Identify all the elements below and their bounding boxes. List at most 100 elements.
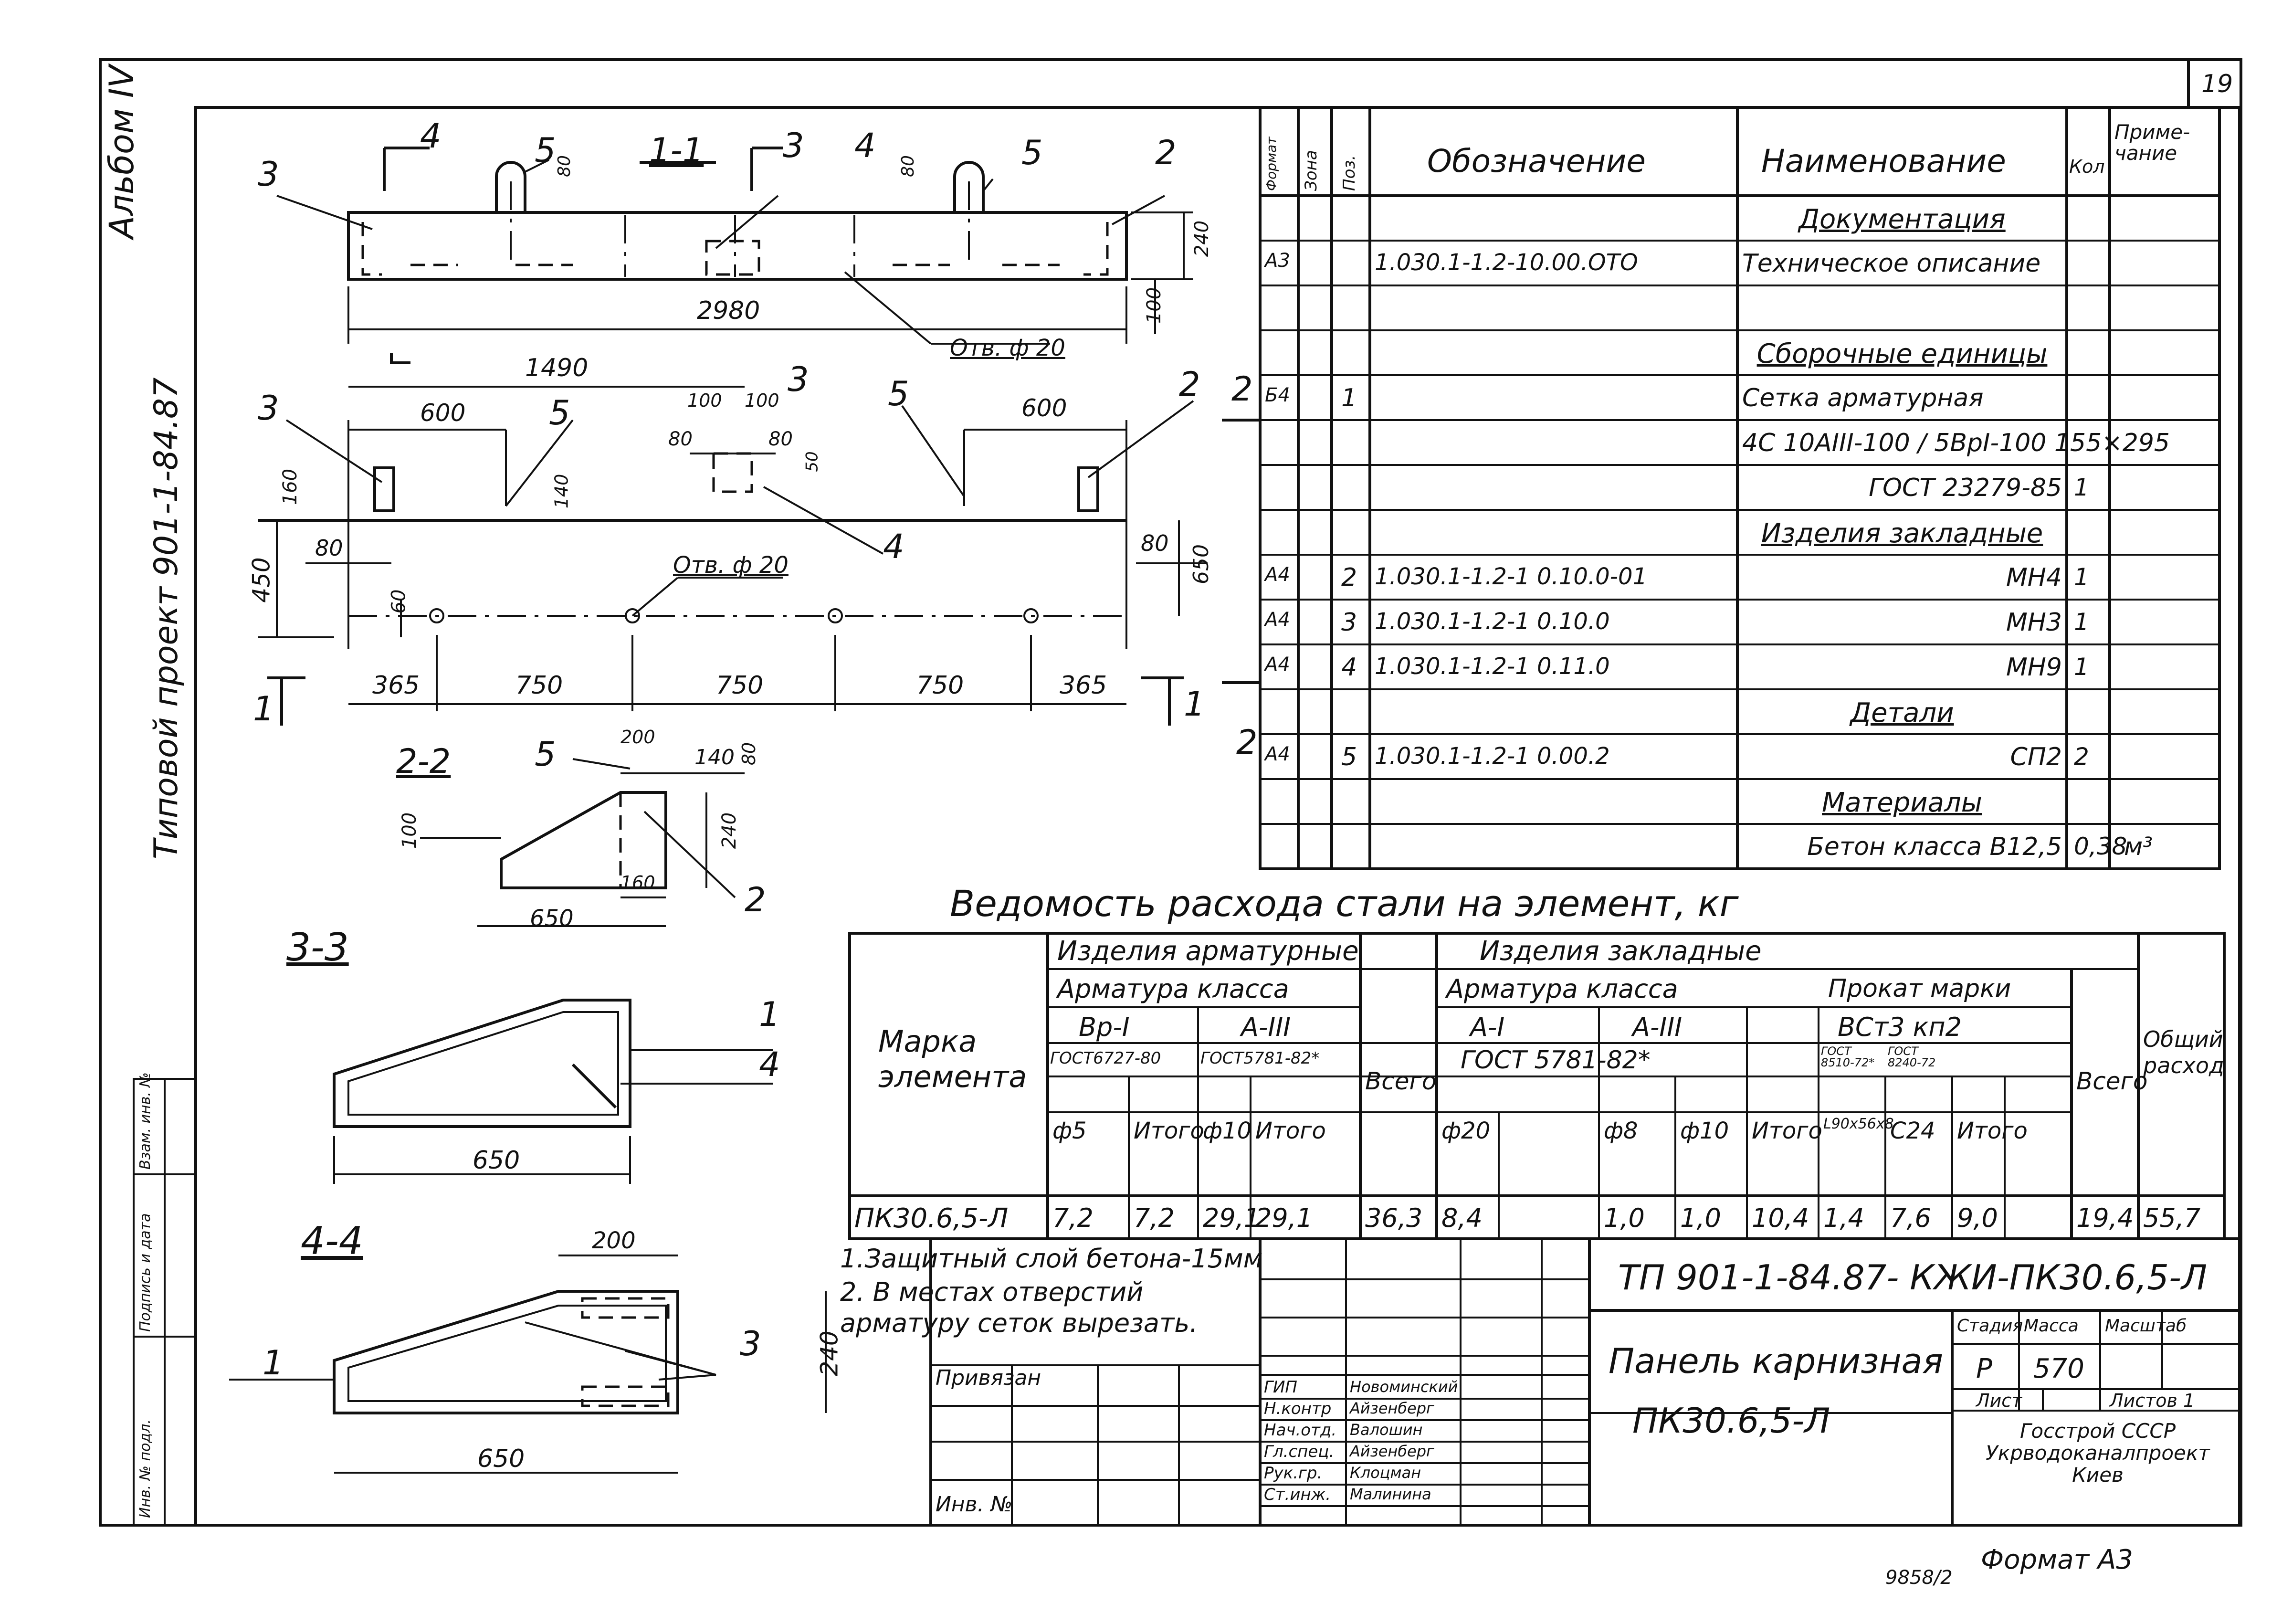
callout-2-s22: 2 xyxy=(745,880,766,919)
tb-role: Ст.инж. xyxy=(1264,1485,1331,1504)
callout-2-right: 2 xyxy=(1155,133,1177,172)
steel-h-arm-class: Арматура класса xyxy=(1057,974,1289,1004)
steel-h-gost6727: ГОСТ6727-80 xyxy=(1050,1049,1161,1068)
stamp-inv-podl: Инв. № подл. xyxy=(137,1419,154,1518)
steel-h-gost8240: ГОСТ 8240-72 xyxy=(1888,1044,1936,1069)
s22-100: 100 xyxy=(399,812,421,849)
spec-section-heading: Детали xyxy=(1850,697,1954,728)
tb-stage: Р xyxy=(1976,1353,1992,1384)
spec-row-format: Б4 xyxy=(1265,384,1290,406)
steel-col-header: Итого xyxy=(1752,1118,1822,1144)
callout-5-s22: 5 xyxy=(535,735,556,774)
steel-value: 1,4 xyxy=(1823,1203,1864,1233)
dim-1490: 1490 xyxy=(525,354,589,382)
steel-h-prokat: Прокат марки xyxy=(1828,974,2011,1003)
steel-h-ai: А-I xyxy=(1470,1012,1505,1042)
tb-person: Малинина xyxy=(1350,1485,1431,1503)
dim-100-a: 100 xyxy=(687,390,722,411)
spec-row-name: СП2 xyxy=(2010,743,2062,771)
steel-value: 9,0 xyxy=(1957,1203,1998,1233)
callout-3-mid: 3 xyxy=(783,126,804,165)
spec-h-format: Формат xyxy=(1263,137,1279,191)
tb-name-2: ПК30.6,5-Л xyxy=(1632,1401,1830,1441)
steel-value: 7,6 xyxy=(1890,1203,1931,1233)
spec-row-name: Техническое описание xyxy=(1742,249,2041,278)
spec-row-pos: 2 xyxy=(1341,563,1357,592)
steel-h-vsego1: Всего xyxy=(1365,1067,1437,1095)
spec-row-note: м³ xyxy=(2124,833,2153,861)
tb-person: Валошин xyxy=(1350,1421,1423,1439)
steel-h-gost8510: ГОСТ 8510-72* xyxy=(1821,1044,1875,1069)
steel-col-header: Итого xyxy=(1134,1118,1204,1144)
spec-h-pos: Поз. xyxy=(1340,155,1359,191)
tb-person: Айзенберг xyxy=(1350,1399,1434,1417)
steel-h-mark: Марка элемента xyxy=(878,1024,1027,1095)
spec-row-designation: 1.030.1-1.2-1 0.11.0 xyxy=(1375,653,1610,680)
dim-600-right: 600 xyxy=(1021,394,1067,422)
spec-section-heading: Документация xyxy=(1798,204,2006,235)
tb-mass-label: Масса xyxy=(2024,1316,2079,1336)
steel-h-bpi: Вр-I xyxy=(1079,1012,1130,1042)
tb-bound: Привязан xyxy=(936,1366,1041,1390)
spec-row-format: А4 xyxy=(1265,654,1290,675)
steel-value: 7,2 xyxy=(1134,1203,1175,1233)
spec-section-heading: Изделия закладные xyxy=(1761,518,2043,549)
tb-mass: 570 xyxy=(2033,1353,2084,1384)
section-4-4 xyxy=(229,1255,827,1474)
tb-role: Нач.отд. xyxy=(1264,1421,1337,1440)
dim-80-top-1: 80 xyxy=(554,155,574,177)
copy-number: 9858/2 xyxy=(1885,1567,1953,1589)
spec-h-designation: Обозначение xyxy=(1427,143,1646,179)
callout-2-section-mark-top: 2 xyxy=(1231,369,1253,409)
callout-4-top: 4 xyxy=(420,116,442,156)
steel-h-emb: Изделия закладные xyxy=(1480,936,1762,967)
steel-value: 8,4 xyxy=(1441,1203,1483,1233)
section-label-4-4: 4-4 xyxy=(301,1219,363,1263)
spec-row-pos: 5 xyxy=(1341,743,1357,771)
steel-value: 1,0 xyxy=(1680,1203,1721,1233)
tb-person: Новоминский xyxy=(1350,1378,1458,1396)
steel-h-vsego2: Всего xyxy=(2076,1067,2148,1095)
spec-row-format: А3 xyxy=(1265,250,1290,272)
spec-row-pos: 1 xyxy=(1341,384,1357,412)
callout-4-plan: 4 xyxy=(883,527,904,566)
tb-sheet-label: Лист xyxy=(1976,1390,2022,1411)
spec-row-name: МН3 xyxy=(2006,608,2062,637)
spec-row-name: ГОСТ 23279-85 xyxy=(1869,474,2062,502)
callout-3-s44: 3 xyxy=(740,1324,761,1363)
steel-col-header: ф5 xyxy=(1052,1118,1087,1144)
tb-role: Н.контр xyxy=(1264,1399,1332,1418)
spec-row-qty: 0,38 xyxy=(2074,833,2127,860)
steel-col-header: ф20 xyxy=(1441,1118,1491,1144)
spec-row-designation: 1.030.1-1.2-1 0.10.0-01 xyxy=(1375,563,1648,590)
tb-stage-label: Стадия xyxy=(1957,1316,2023,1336)
callout-3-top: 3 xyxy=(258,155,279,194)
dim-80-b: 80 xyxy=(768,428,793,450)
callout-5-right: 5 xyxy=(1021,133,1043,172)
spec-row-name: Бетон класса В12,5 xyxy=(1807,833,2062,861)
dim-650-vertical: 650 xyxy=(1188,544,1213,584)
dim-60: 60 xyxy=(388,589,410,614)
steel-row-mark: ПК30.6,5-Л xyxy=(854,1203,1009,1234)
s44-650: 650 xyxy=(477,1445,525,1473)
steel-col-header: ф10 xyxy=(1680,1118,1729,1144)
tb-person: Айзенберг xyxy=(1350,1442,1434,1460)
callout-1-right: 1 xyxy=(1184,685,1205,724)
steel-value: 36,3 xyxy=(1365,1203,1423,1233)
callout-2-plan-right: 2 xyxy=(1179,365,1200,404)
s22-200: 200 xyxy=(620,727,655,748)
callout-2-section-mark-bottom: 2 xyxy=(1236,723,1258,762)
stamp-signature-date: Подпись и дата xyxy=(137,1213,154,1332)
s22-650: 650 xyxy=(530,905,574,932)
section-label-3-3: 3-3 xyxy=(286,925,349,970)
callout-3-plan-mid: 3 xyxy=(788,360,809,399)
callout-1-s44: 1 xyxy=(263,1343,284,1382)
dim-240-top: 240 xyxy=(1191,220,1213,257)
dim-750-a: 750 xyxy=(515,671,563,700)
dim-100-b: 100 xyxy=(745,390,779,411)
spec-row-qty: 1 xyxy=(2074,563,2089,591)
callout-1-s33: 1 xyxy=(759,995,780,1034)
spec-row-designation: 1.030.1-1.2-1 0.00.2 xyxy=(1375,743,1610,770)
project-label: Типовой проект 901-1-84.87 xyxy=(147,377,185,859)
s22-140: 140 xyxy=(694,745,735,770)
